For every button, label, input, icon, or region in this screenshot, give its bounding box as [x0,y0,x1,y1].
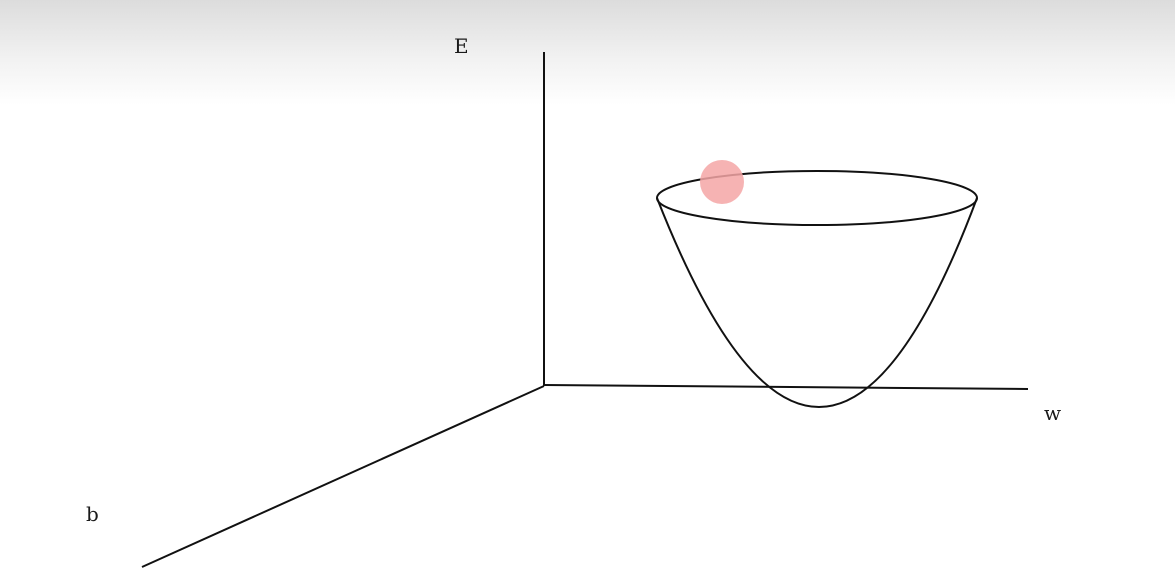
b-axis-line [141,385,545,568]
w-axis-label: w [1044,401,1062,425]
bowl-surface-curve [656,197,978,408]
ball-marker [700,160,744,204]
bowl-rim-ellipse [656,170,978,226]
e-axis-label: E [454,34,469,58]
b-axis-label: b [86,502,99,526]
w-axis-line [543,384,1029,390]
